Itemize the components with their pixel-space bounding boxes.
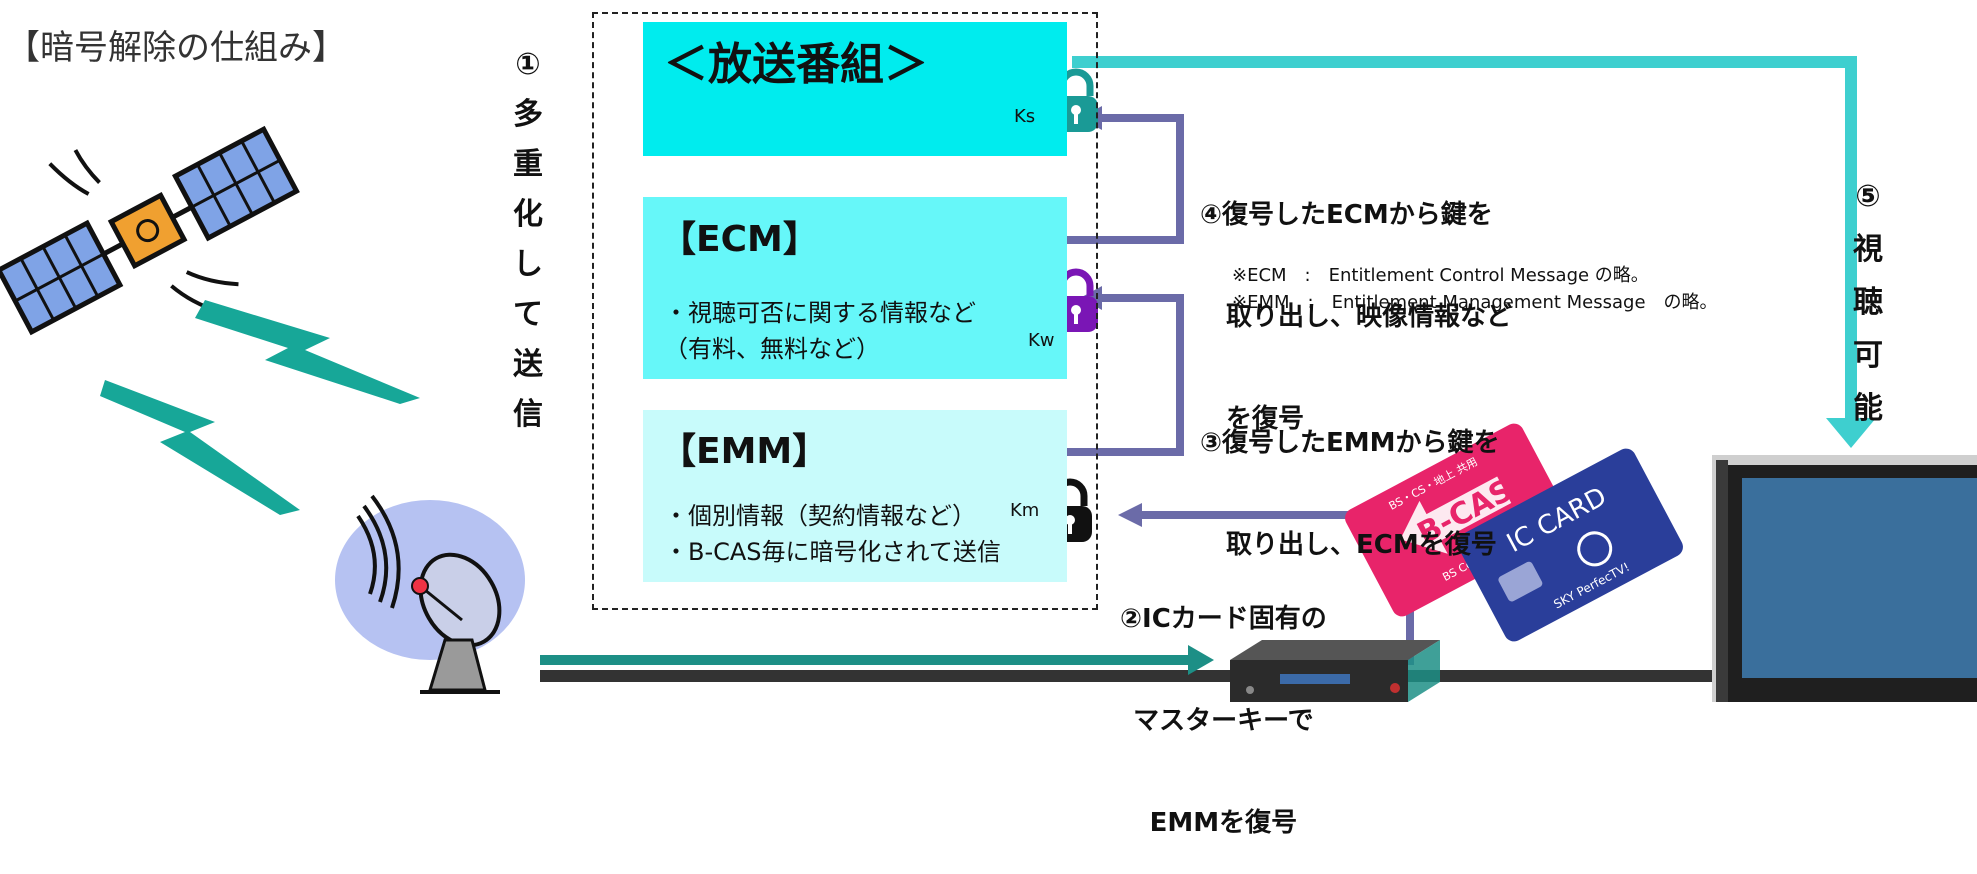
- step4-line: 取り出し、映像情報など: [1200, 302, 1513, 332]
- vertical-char: 能: [1853, 391, 1883, 426]
- step-number: ①: [515, 47, 541, 82]
- emm-heading: 【EMM】: [660, 431, 829, 472]
- tv-monitor-icon: [1712, 455, 1977, 702]
- ecm-line: （有料、無料など）: [664, 335, 880, 363]
- step2-caption: ②ICカード固有の マスターキーで EMMを復号: [1120, 534, 1327, 874]
- diagram-canvas: BS・CS・地上 共用 B-CAS BS Conditional IC CARD…: [0, 56, 1977, 702]
- emm-panel: [643, 410, 1067, 582]
- ecm-description: ・視聴可否に関する情報など （有料、無料など）: [664, 295, 976, 367]
- step2-line: ②ICカード固有の: [1120, 604, 1327, 634]
- step2-arrowhead: [1118, 503, 1142, 527]
- ecm-heading: 【ECM】: [660, 219, 819, 260]
- tuner-box-icon: [1230, 640, 1440, 702]
- vertical-char: し: [513, 247, 543, 282]
- satellite-dish-icon: [335, 494, 525, 694]
- satellite-icon: [0, 125, 300, 336]
- emm-line: ・個別情報（契約情報など）: [664, 502, 976, 530]
- step3-line: ③復号したEMMから鍵を: [1200, 428, 1500, 458]
- dish-to-tuner-arrow: [540, 655, 1190, 665]
- step4-caption: ④復号したECMから鍵を 取り出し、映像情報など を復号: [1200, 130, 1512, 470]
- step3-caption: ③復号したEMMから鍵を 取り出し、ECMを復号: [1200, 358, 1500, 596]
- vertical-char: 聴: [1853, 285, 1883, 320]
- lightning-bolt-icon: [195, 300, 420, 404]
- vertical-char: 送: [513, 347, 543, 382]
- vertical-char: 可: [1853, 338, 1883, 373]
- step4-arrow: [1016, 114, 1184, 244]
- vertical-char: 化: [513, 197, 543, 232]
- viewing-arrowhead: [1826, 418, 1876, 448]
- vertical-char: て: [513, 297, 543, 332]
- note-line: ※ECM : Entitlement Control Message の略。: [1232, 265, 1649, 286]
- step2-line: EMMを復号: [1149, 808, 1298, 838]
- ecm-line: ・視聴可否に関する情報など: [664, 299, 976, 327]
- viewing-arrow: [1072, 56, 1857, 420]
- signal-line-to-tv: [540, 670, 1758, 682]
- vertical-char: 信: [513, 397, 543, 432]
- step4-line: ④復号したECMから鍵を: [1200, 200, 1493, 230]
- lock-label-kw: Kw: [1028, 330, 1055, 351]
- viewable-vertical-label: ⑤ 視 聴 可 能: [1848, 170, 1888, 435]
- page-title: 【暗号解除の仕組み】: [6, 28, 346, 68]
- lock-label-ks: Ks: [1014, 106, 1036, 127]
- step-number: ⑤: [1855, 179, 1881, 214]
- vertical-char: 視: [1853, 232, 1883, 267]
- vertical-char: 重: [513, 147, 543, 182]
- abbreviation-notes: ※ECM : Entitlement Control Message の略。 ※…: [1232, 262, 1718, 316]
- emm-description: ・個別情報（契約情報など） ・B-CAS毎に暗号化されて送信: [664, 498, 1001, 570]
- note-line: ※EMM : Entitlement Management Message の略…: [1232, 292, 1718, 313]
- broadcast-panel: [643, 22, 1067, 156]
- broadcast-heading: ＜放送番組＞: [664, 39, 928, 90]
- dish-to-tuner-arrowhead: [1188, 645, 1214, 675]
- emm-line: ・B-CAS毎に暗号化されて送信: [664, 538, 1001, 566]
- lightning-bolt-icon: [100, 380, 300, 515]
- step3-arrow: [1018, 294, 1184, 456]
- step3-line: 取り出し、ECMを復号: [1200, 530, 1497, 560]
- multiplex-vertical-label: ① 多 重 化 し て 送 信: [508, 40, 548, 440]
- multiplex-group-box: [592, 12, 1098, 610]
- step2-line: マスターキーで: [1133, 706, 1314, 736]
- vertical-char: 多: [513, 97, 543, 132]
- step4-line: を復号: [1200, 404, 1305, 434]
- lock-label-km: Km: [1010, 500, 1040, 521]
- ecm-panel: [643, 197, 1067, 379]
